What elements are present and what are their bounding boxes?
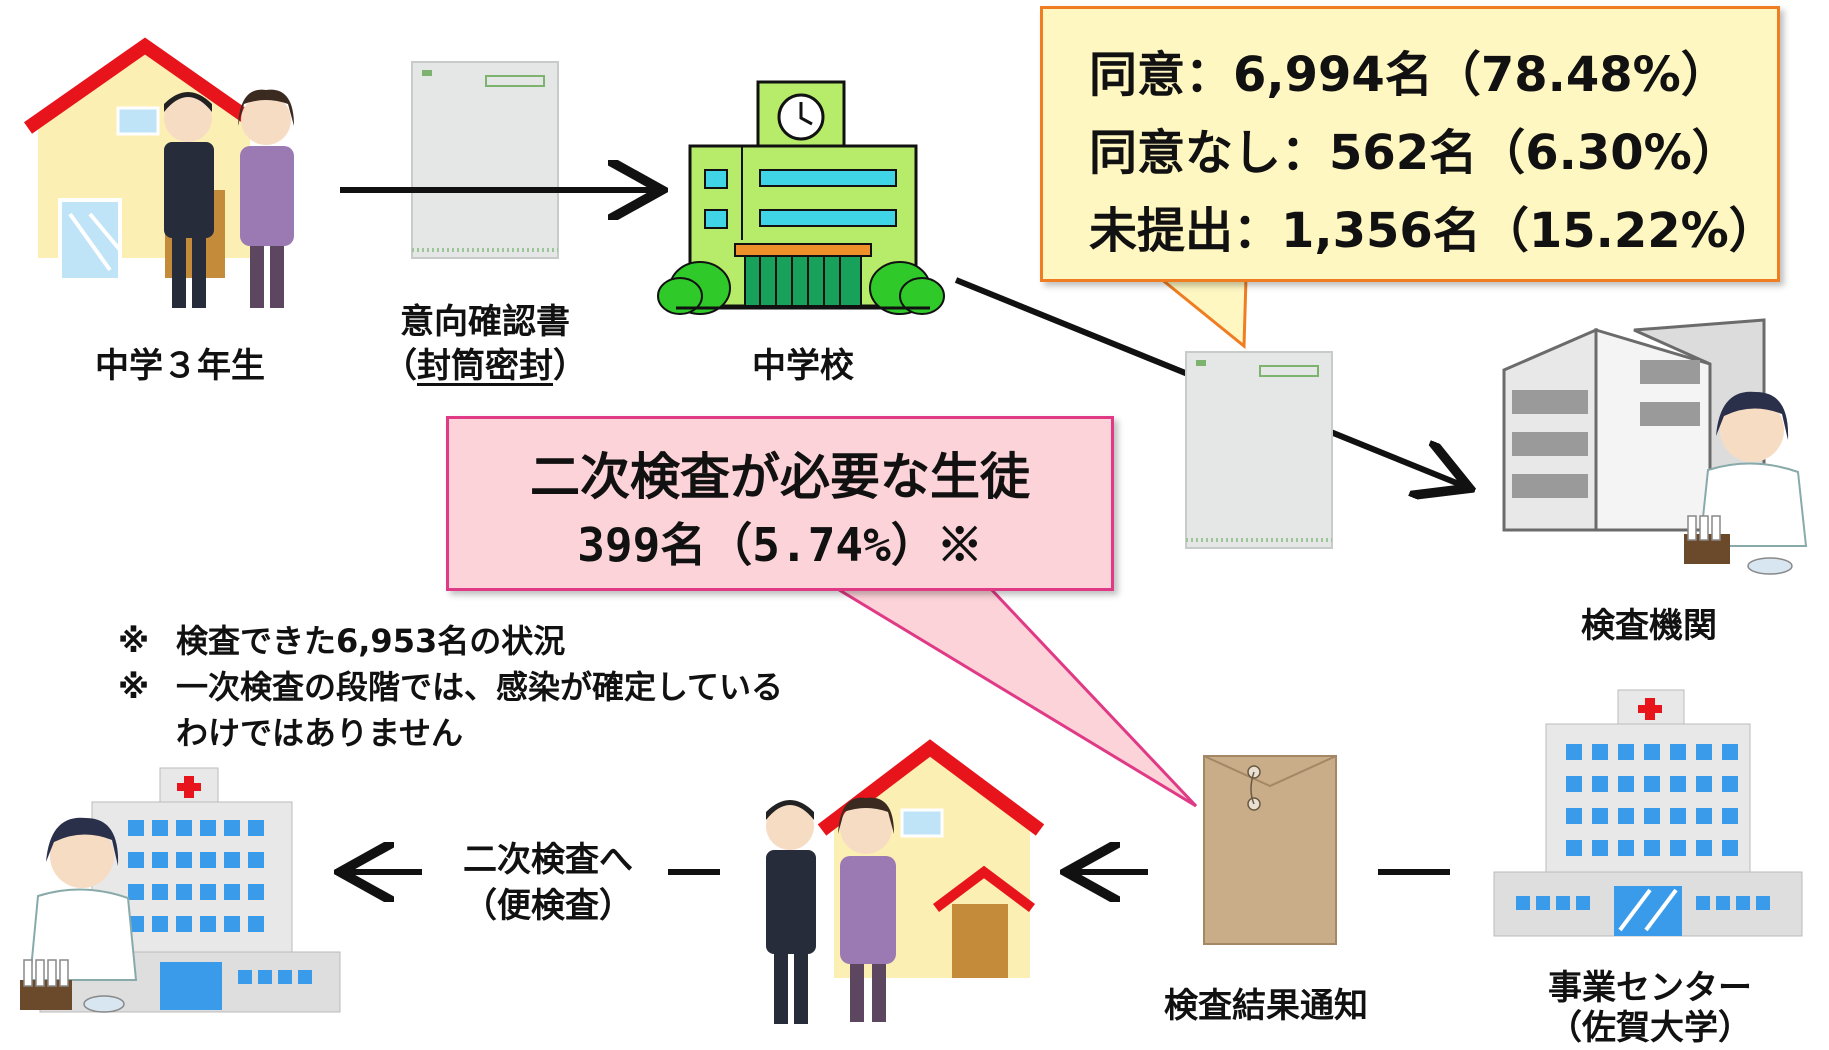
highlight-count: 399名（5.74%）※ (577, 518, 983, 572)
sealed-envelope-text: 封筒密封 (417, 346, 553, 386)
note-1: ※ 検査できた6,953名の状況 (118, 618, 783, 664)
lab-label: 検査機関 (1581, 606, 1717, 646)
note-2: ※ 一次検査の段階では、感染が確定している (118, 664, 783, 710)
mother-icon (238, 89, 294, 308)
note-1-mark: ※ (118, 622, 150, 660)
center-label-line2: （佐賀大学） (1548, 1008, 1752, 1048)
note-2-mark: ※ (118, 668, 150, 706)
stat-not-submitted: 未提出：1,356名（15.22%） (1089, 203, 1777, 259)
stat-consent: 同意：6,994名（78.48%） (1089, 47, 1729, 103)
sealed-envelope-2-icon (1185, 351, 1333, 549)
result-envelope-icon (1203, 755, 1337, 945)
lab-building-icon (1502, 318, 1766, 532)
bush-left-icon (657, 261, 731, 315)
lab-worker-icon (1684, 391, 1808, 575)
student-label: 中学３年生 (95, 346, 265, 386)
consent-form-label-line1: 意向確認書 (400, 302, 570, 342)
note-2-continued: わけではありません (176, 714, 464, 752)
notes: ※ 検査できた6,953名の状況 ※ 一次検査の段階では、感染が確定している わけで… (118, 618, 783, 756)
highlight-title: 二次検査が必要な生徒 (530, 448, 1030, 506)
student-2-icon (766, 800, 816, 1024)
stats-callout-pointer (1155, 276, 1248, 350)
paren-open: （ (383, 346, 417, 386)
highlight-callout: 二次検査が必要な生徒 399名（5.74%）※ (446, 416, 1114, 591)
stat-no-consent: 同意なし：562名（6.30%） (1089, 125, 1740, 181)
center-hospital-icon (1493, 689, 1803, 937)
sealed-envelope-icon (411, 61, 559, 259)
paren-close: ） (553, 346, 587, 386)
second-test-label-line2: （便検査） (463, 886, 633, 926)
second-test-label-line1: 二次検査へ (463, 840, 633, 880)
stats-callout: 同意：6,994名（78.48%） 同意なし：562名（6.30%） 未提出：1… (1040, 6, 1780, 282)
school-label: 中学校 (752, 346, 854, 386)
note-2-text-line1: 一次検査の段階では、感染が確定している (176, 668, 784, 706)
note-1-text: 検査できた6,953名の状況 (176, 622, 566, 660)
mother-2-icon (838, 797, 896, 1022)
consent-form-label-line2: （封筒密封） (372, 344, 598, 388)
bush-right-icon (869, 261, 945, 315)
doctor-icon (20, 817, 138, 1013)
result-notice-label: 検査結果通知 (1164, 986, 1368, 1026)
hospital-icon (39, 767, 341, 1013)
house-icon (23, 37, 267, 282)
center-label-line1: 事業センター (1548, 968, 1752, 1008)
student-icon (164, 92, 214, 308)
